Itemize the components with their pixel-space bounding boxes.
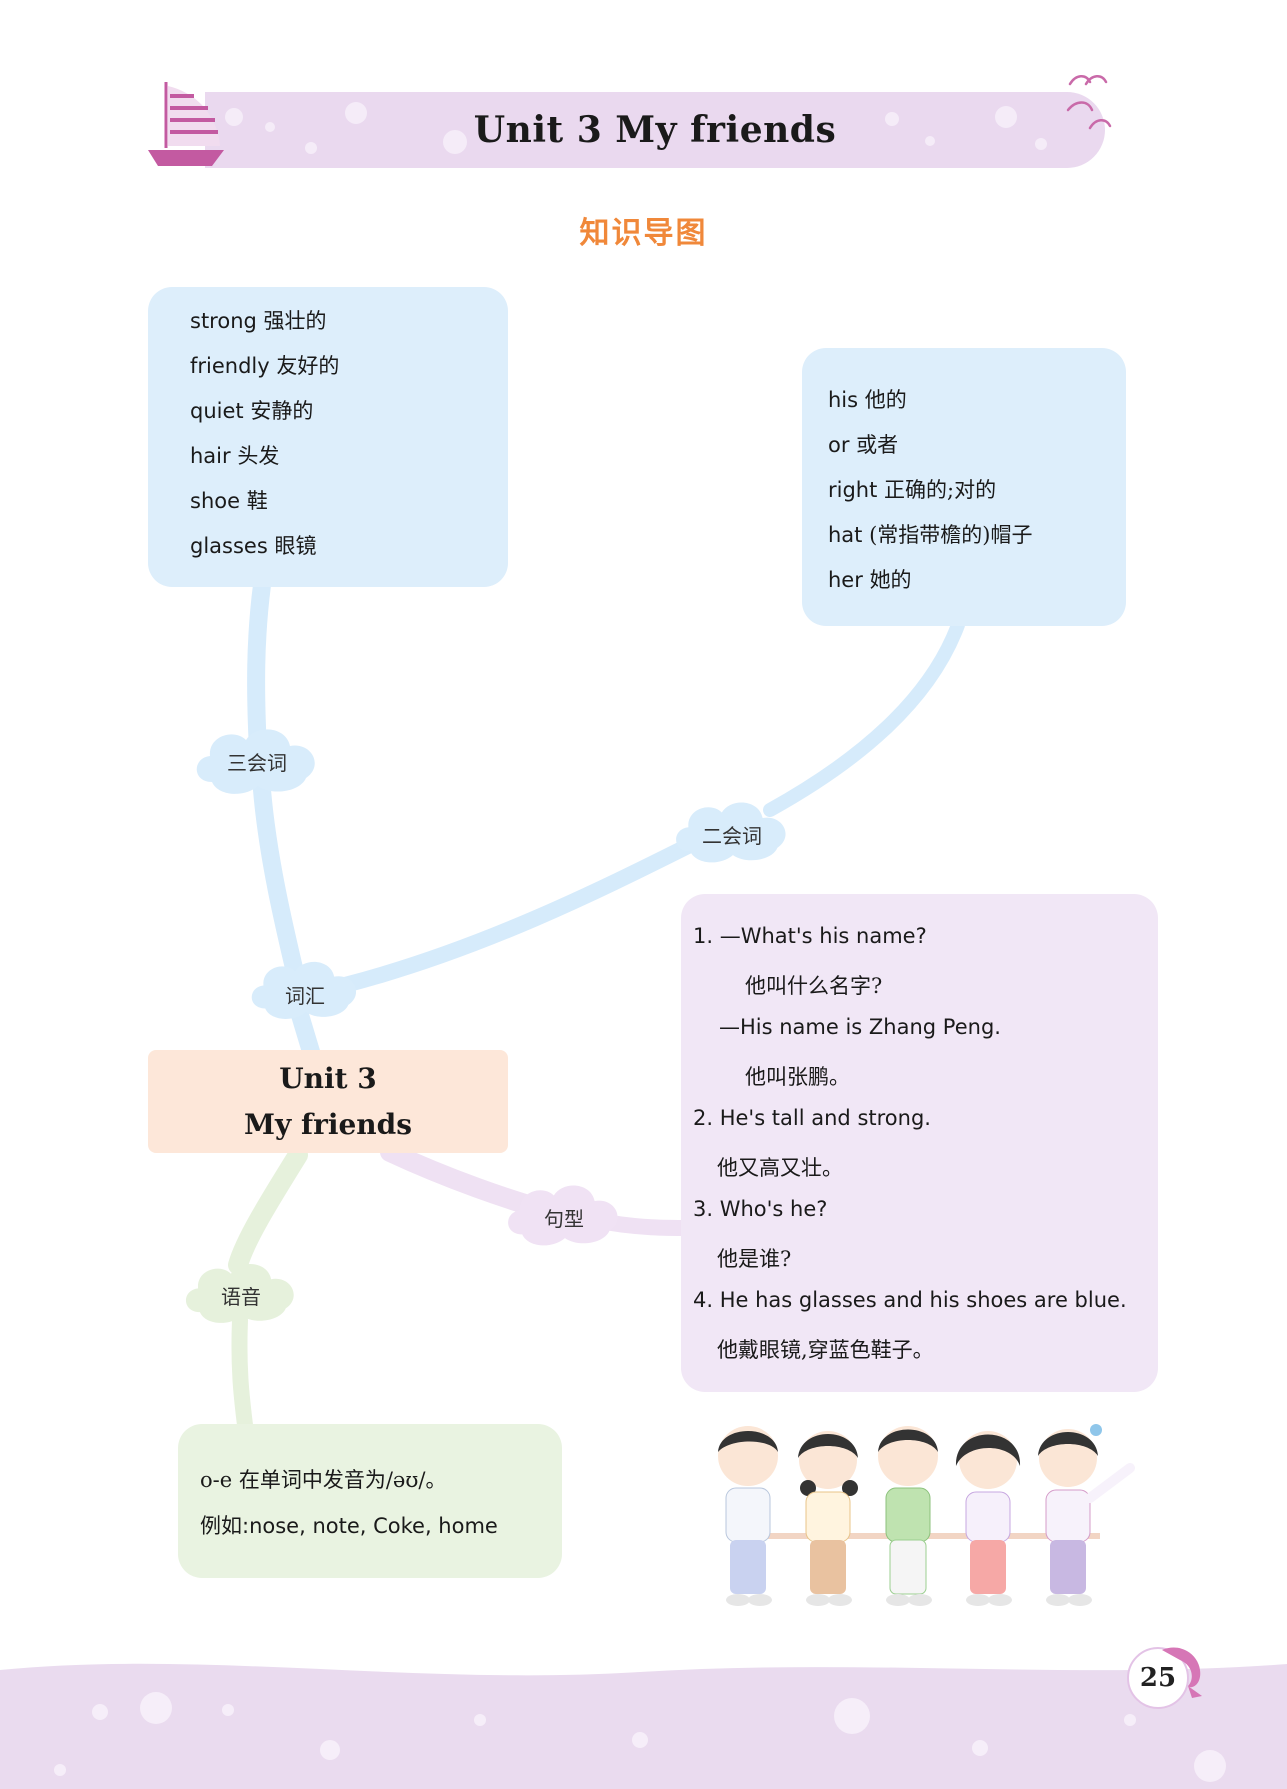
word-item: right 正确的;对的 bbox=[828, 478, 997, 502]
sentence-en: 1. —What's his name? bbox=[693, 924, 927, 948]
word-item: quiet 安静的 bbox=[190, 399, 314, 423]
dolphin-icon bbox=[1127, 1647, 1202, 1709]
word-item: glasses 眼镜 bbox=[190, 534, 317, 558]
word-item: his 他的 bbox=[828, 388, 907, 412]
sentence-zh: 他又高又壮。 bbox=[717, 1156, 843, 1180]
phonics-examples: 例如:nose, note, Coke, home bbox=[200, 1514, 498, 1538]
cloud-label-yu-yin: 语音 bbox=[221, 1285, 261, 1309]
page-number: 25 bbox=[1139, 1663, 1177, 1693]
word-item: shoe 鞋 bbox=[190, 489, 268, 513]
cloud-label-ju-xing: 句型 bbox=[544, 1207, 584, 1231]
phonics-rule: o-e 在单词中发音为/əʊ/。 bbox=[200, 1468, 447, 1492]
sentence-zh: 他叫张鹏。 bbox=[745, 1065, 850, 1089]
sentence-zh: 他戴眼镜,穿蓝色鞋子。 bbox=[717, 1338, 934, 1362]
cloud-ci-hui bbox=[251, 961, 357, 1019]
core-words-box: strong 强壮的 friendly 友好的 quiet 安静的 hair 头… bbox=[148, 287, 508, 587]
word-item: or 或者 bbox=[828, 433, 899, 457]
center-title-line1: Unit 3 bbox=[279, 1061, 377, 1095]
center-title-line2: My friends bbox=[244, 1107, 412, 1141]
section-subtitle: 知识导图 bbox=[579, 216, 708, 251]
word-item: hair 头发 bbox=[190, 444, 280, 468]
sentence-en: 2. He's tall and strong. bbox=[693, 1106, 931, 1130]
sentence-zh: 他是谁? bbox=[717, 1247, 792, 1271]
cloud-label-er-hui-ci: 二会词 bbox=[702, 824, 762, 848]
word-item: friendly 友好的 bbox=[190, 354, 340, 378]
sentence-en: 4. He has glasses and his shoes are blue… bbox=[693, 1288, 1127, 1312]
cloud-label-san-hui-ci: 三会词 bbox=[227, 751, 287, 775]
children-illustration bbox=[718, 1424, 1135, 1606]
cloud-label-ci-hui: 词汇 bbox=[285, 984, 325, 1008]
phonics-box: o-e 在单词中发音为/əʊ/。 例如:nose, note, Coke, ho… bbox=[178, 1424, 562, 1578]
sentence-zh: 他叫什么名字? bbox=[745, 974, 883, 998]
word-item: strong 强壮的 bbox=[190, 309, 327, 333]
word-item: her 她的 bbox=[828, 568, 912, 592]
cloud-san-hui-ci bbox=[196, 729, 315, 794]
word-item: hat (常指带檐的)帽子 bbox=[828, 523, 1033, 547]
sentence-en: 3. Who's he? bbox=[693, 1197, 828, 1221]
cloud-ju-xing bbox=[508, 1185, 618, 1246]
cloud-er-hui-ci bbox=[676, 802, 786, 863]
header-banner bbox=[205, 92, 1105, 168]
center-topic-box: Unit 3 My friends bbox=[148, 1050, 508, 1153]
page-title: Unit 3 My friends bbox=[473, 109, 837, 151]
sentences-box: 1. —What's his name? 他叫什么名字? —His name i… bbox=[681, 894, 1158, 1392]
sailboat-icon bbox=[148, 82, 224, 166]
sentence-en: —His name is Zhang Peng. bbox=[719, 1015, 1001, 1039]
other-words-box: his 他的 or 或者 right 正确的;对的 hat (常指带檐的)帽子 … bbox=[802, 348, 1126, 626]
cloud-yu-yin bbox=[185, 1264, 294, 1323]
footer-wave bbox=[0, 1663, 1287, 1789]
waves-icon bbox=[1066, 75, 1112, 130]
